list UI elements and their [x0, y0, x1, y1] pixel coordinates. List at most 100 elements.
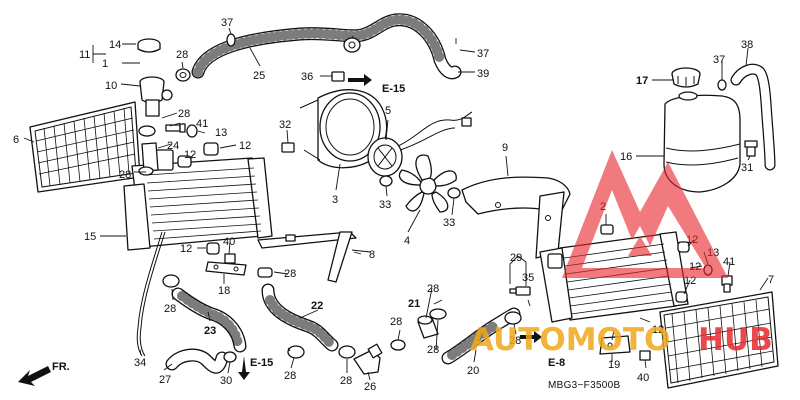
- label-12-c: 12: [180, 243, 192, 255]
- bolt-32: [281, 142, 295, 153]
- joint-26: [353, 343, 383, 375]
- siphon-tube-34: [136, 231, 166, 357]
- label-6: 6: [13, 134, 19, 146]
- label-18: 18: [218, 285, 230, 297]
- label-12-g: 12: [652, 324, 664, 336]
- bracket-19: [599, 335, 631, 355]
- label-40-b: 40: [637, 372, 649, 384]
- label-33-a: 33: [379, 199, 391, 211]
- label-41-b: 41: [723, 256, 735, 268]
- leader-lines: [23, 27, 769, 381]
- label-10: 10: [105, 80, 117, 92]
- pipe-21: [417, 315, 439, 339]
- label-31: 31: [741, 162, 753, 174]
- radiator-cap: [137, 38, 161, 53]
- sensor-35: [509, 286, 531, 296]
- ref-arrow-e15-bottom: [238, 356, 250, 380]
- reservoir-cap: [671, 67, 701, 88]
- label-8: 8: [369, 249, 375, 261]
- left-radiator: [123, 149, 273, 251]
- label-23: 23: [204, 325, 216, 337]
- label-36: 36: [301, 71, 313, 83]
- label-20: 20: [467, 365, 479, 377]
- label-24: 24: [167, 140, 179, 152]
- label-28-e: 28: [164, 303, 176, 315]
- left-radiator-grille: [29, 101, 141, 193]
- label-38: 38: [741, 39, 753, 51]
- label-28-h: 28: [427, 283, 439, 295]
- label-16: 16: [620, 151, 632, 163]
- label-21: 21: [408, 298, 420, 310]
- clamp-28-top-left: [175, 68, 191, 82]
- watermark-text: AUTOMOTO HUB: [470, 322, 773, 358]
- clamp-30: [223, 351, 237, 363]
- ref-arrow-e8: [520, 331, 542, 343]
- label-37-a: 37: [221, 17, 233, 29]
- bolt-41-right: [721, 275, 733, 293]
- clamp-28-right: [504, 311, 522, 325]
- bracket-18: [205, 261, 247, 276]
- ref-e15-top: E-15: [382, 83, 405, 95]
- label-41: 41: [196, 118, 208, 130]
- hose-22: [261, 283, 339, 352]
- label-37-c: 37: [713, 54, 725, 66]
- label-28-f: 28: [284, 370, 296, 382]
- label-28-j: 28: [427, 344, 439, 356]
- label-34: 34: [134, 357, 146, 369]
- label-35: 35: [522, 272, 534, 284]
- diagram-code: MBG3−F3500B: [548, 380, 621, 391]
- grommet-12-left: [177, 142, 220, 255]
- label-28-a: 28: [176, 49, 188, 61]
- label-5: 5: [385, 105, 391, 117]
- grommet-28-bracket: [257, 267, 273, 278]
- label-28-i: 28: [390, 316, 402, 328]
- label-3: 3: [332, 194, 338, 206]
- label-7: 7: [768, 274, 774, 286]
- label-27: 27: [159, 374, 171, 386]
- label-13: 13: [215, 127, 227, 139]
- fan-motor: [367, 111, 473, 177]
- bolt-31: [744, 140, 758, 157]
- label-19: 19: [608, 359, 620, 371]
- label-28-d: 28: [284, 268, 296, 280]
- label-26: 26: [364, 381, 376, 393]
- clamp-28-hose23: [162, 274, 180, 288]
- label-12-b: 12: [184, 149, 196, 161]
- bolt-40: [224, 253, 236, 264]
- label-22: 22: [311, 300, 323, 312]
- clamp-28-left-cluster: [138, 125, 156, 176]
- label-12-a: 12: [239, 140, 251, 152]
- watermark-logo: [562, 150, 728, 278]
- tube-38: [730, 63, 776, 171]
- hose-23: [171, 287, 247, 353]
- clamp-28-hose25: [343, 37, 361, 53]
- svg-text:HUB: HUB: [698, 322, 773, 358]
- filler-neck: [139, 76, 173, 117]
- label-28-b: 28: [178, 108, 190, 120]
- clamp-37-right: [717, 79, 727, 91]
- cooling-fan: [398, 154, 457, 213]
- fitting-24: [141, 142, 159, 172]
- label-32: 32: [279, 119, 291, 131]
- label-39: 39: [477, 68, 489, 80]
- label-28-g: 28: [340, 375, 352, 387]
- right-radiator-grille: [659, 291, 779, 389]
- label-15: 15: [84, 231, 96, 243]
- bracket-8: [257, 231, 357, 283]
- label-33-b: 33: [443, 217, 455, 229]
- ref-e15-bottom: E-15: [250, 357, 273, 369]
- svg-text:AUTOMOTO: AUTOMOTO: [470, 322, 670, 358]
- label-28-k: 28: [509, 335, 521, 347]
- label-29: 29: [510, 252, 522, 264]
- label-40: 40: [223, 236, 235, 248]
- bolt-41: [165, 123, 186, 133]
- label-4: 4: [404, 235, 410, 247]
- clamp-37-left: [226, 33, 236, 47]
- ref-arrow-e15-top: [348, 74, 372, 86]
- duct-cover: [461, 176, 571, 259]
- label-17: 17: [636, 75, 648, 87]
- clamp-28-hose22: [287, 345, 356, 359]
- grommet-12-right: [675, 241, 690, 303]
- label-9: 9: [502, 142, 508, 154]
- label-30: 30: [220, 375, 232, 387]
